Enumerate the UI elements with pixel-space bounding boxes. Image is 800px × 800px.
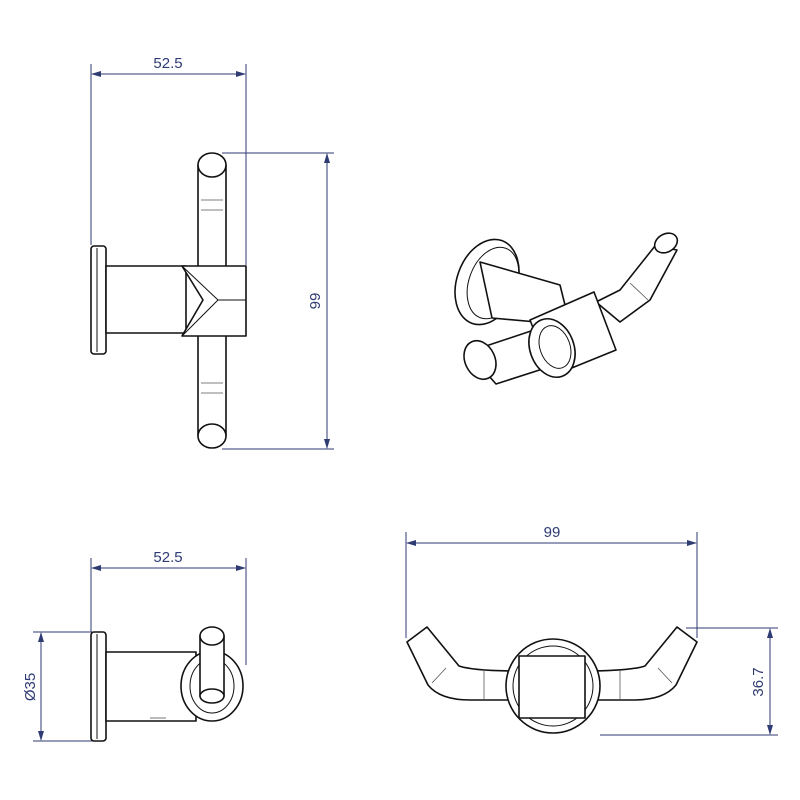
dimension-label-width-front: 99 (544, 524, 561, 541)
iso-hub (528, 291, 617, 378)
side-view-bottom: 52.5 Ø35 (22, 549, 247, 742)
upper-prong (197, 152, 227, 270)
bottom-left-prong (199, 626, 225, 704)
depth-dimension: 36.7 (600, 627, 778, 736)
center-block (518, 655, 586, 719)
left-hook-arm (406, 626, 521, 701)
front-view: 99 36.7 (405, 524, 778, 736)
iso-front-prong (595, 232, 679, 323)
side-view-top: 52.5 99 (90, 55, 334, 450)
width-dimension-top: 52.5 (90, 55, 247, 265)
right-hook-arm (583, 626, 698, 701)
hub-block (181, 265, 247, 337)
dimension-label-width-top: 52.5 (153, 55, 182, 72)
height-dimension-top: 99 (222, 152, 334, 450)
arm (105, 265, 187, 334)
wall-plate (90, 245, 107, 355)
width-dimension-bottom: 52.5 (90, 549, 247, 665)
dimension-label-diameter: Ø35 (22, 673, 39, 701)
isometric-view (454, 232, 679, 385)
dimension-label-height-top: 99 (307, 293, 324, 310)
width-dimension-front: 99 (405, 524, 698, 638)
lower-prong (197, 329, 227, 449)
dimension-label-depth: 36.7 (750, 667, 767, 696)
dimension-label-width-bottom: 52.5 (153, 549, 182, 566)
diameter-dimension: Ø35 (22, 631, 95, 742)
